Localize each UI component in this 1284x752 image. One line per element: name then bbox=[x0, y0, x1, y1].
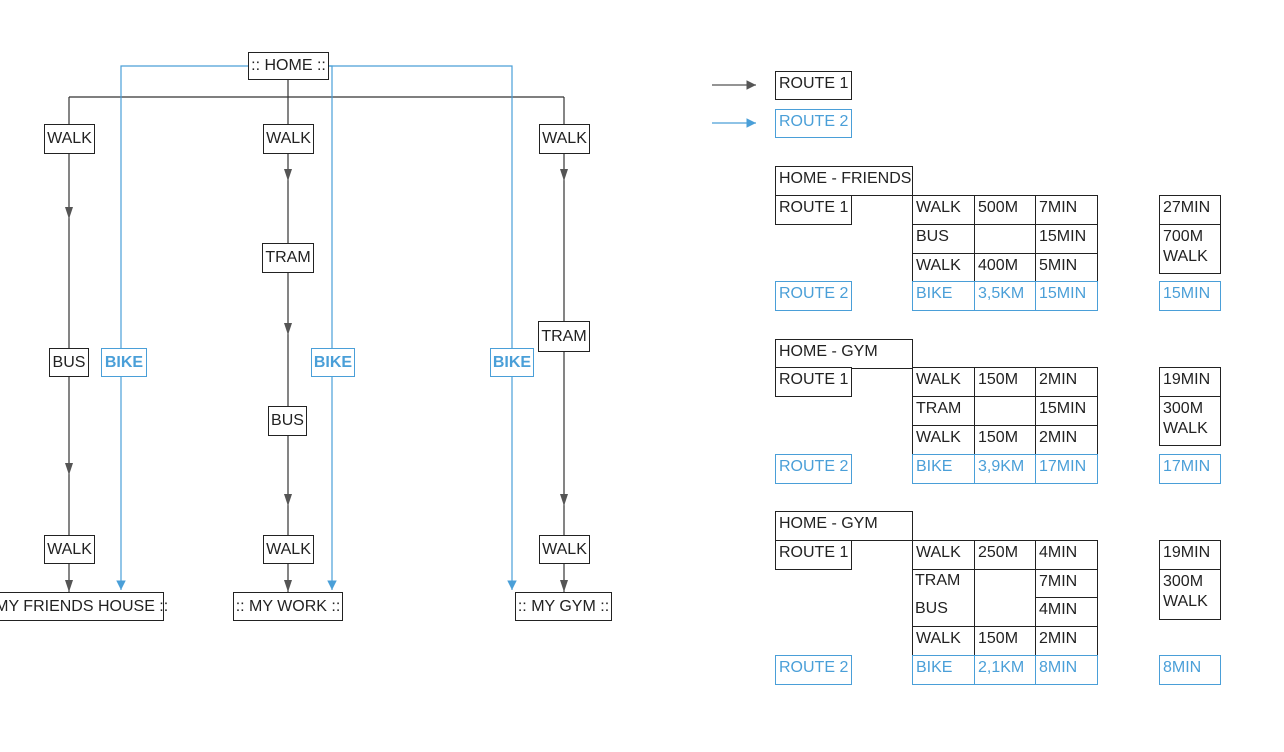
table-row-dist: 400M bbox=[974, 253, 1036, 283]
route2-time: 15MIN bbox=[1035, 281, 1098, 311]
right-walk-end: WALK bbox=[539, 535, 590, 564]
table-row-dist: 150M bbox=[974, 626, 1036, 656]
table-row-dist bbox=[974, 224, 1036, 254]
table-row-mode: TRAM bbox=[912, 396, 975, 426]
route2-dist: 2,1KM bbox=[974, 655, 1036, 685]
table-row-mode: WALK bbox=[912, 425, 975, 455]
center-walk-start: WALK bbox=[263, 124, 314, 154]
left-walk-end: WALK bbox=[44, 535, 95, 564]
route2-dist: 3,9KM bbox=[974, 454, 1036, 484]
table-row-mode: BUS bbox=[912, 224, 975, 254]
table-row-mode: WALK bbox=[912, 367, 975, 397]
table-row-dist: 250M bbox=[974, 540, 1036, 570]
table-row-mode: BUS bbox=[915, 600, 948, 617]
center-bike: BIKE bbox=[311, 348, 355, 377]
route2-total: 15MIN bbox=[1159, 281, 1221, 311]
legend-route2-label: ROUTE 2 bbox=[775, 109, 852, 138]
route2-mode: BIKE bbox=[912, 281, 975, 311]
route1-walk-total: 300M WALK bbox=[1159, 396, 1221, 446]
table-row-time: 7MIN bbox=[1035, 569, 1098, 599]
route1-label: ROUTE 1 bbox=[775, 195, 852, 225]
route2-time: 8MIN bbox=[1035, 655, 1098, 685]
table-row-time: 2MIN bbox=[1035, 425, 1098, 455]
left-walk-start: WALK bbox=[44, 124, 95, 154]
route1-label: ROUTE 1 bbox=[775, 540, 852, 570]
table-row-time: 2MIN bbox=[1035, 367, 1098, 397]
table-row-time: 15MIN bbox=[1035, 224, 1098, 254]
table-row-dist: 500M bbox=[974, 195, 1036, 225]
route1-walk-total: 300M WALK bbox=[1159, 569, 1221, 620]
legend-route1-label: ROUTE 1 bbox=[775, 71, 852, 100]
right-walk-start: WALK bbox=[539, 124, 590, 154]
table-row-mode: WALK bbox=[912, 626, 975, 656]
friends-house-node: :: MY FRIENDS HOUSE :: bbox=[0, 592, 168, 621]
route1-arrowheads bbox=[65, 169, 568, 592]
center-walk-end: WALK bbox=[263, 535, 314, 564]
table-row-dist: 150M bbox=[974, 425, 1036, 455]
table-row-mode: WALK bbox=[912, 195, 975, 225]
table-title: HOME - GYM bbox=[775, 339, 913, 369]
work-node: :: MY WORK :: bbox=[233, 592, 343, 621]
table-row-mode: TRAM bbox=[915, 572, 961, 589]
table-row-dist bbox=[974, 396, 1036, 426]
table-row-time: 15MIN bbox=[1035, 396, 1098, 426]
route2-total: 17MIN bbox=[1159, 454, 1221, 484]
route2-lines bbox=[116, 65, 517, 590]
table-row-time: 4MIN bbox=[1035, 597, 1098, 627]
table-row-time: 5MIN bbox=[1035, 253, 1098, 283]
home-node: :: HOME :: bbox=[248, 52, 329, 80]
table-row-dist: 150M bbox=[974, 367, 1036, 397]
route2-mode: BIKE bbox=[912, 655, 975, 685]
route2-time: 17MIN bbox=[1035, 454, 1098, 484]
table-row-time: 2MIN bbox=[1035, 626, 1098, 656]
table-row-mode: WALK bbox=[912, 540, 975, 570]
route1-lines bbox=[68, 80, 565, 592]
route2-total: 8MIN bbox=[1159, 655, 1221, 685]
route2-mode: BIKE bbox=[912, 454, 975, 484]
center-bus: BUS bbox=[268, 406, 307, 436]
route1-label: ROUTE 1 bbox=[775, 367, 852, 397]
table-title: HOME - GYM bbox=[775, 511, 913, 541]
right-bike: BIKE bbox=[490, 348, 534, 377]
table-title: HOME - FRIENDS bbox=[775, 166, 913, 196]
route1-walk-total: 700M WALK bbox=[1159, 224, 1221, 274]
table-row-mode: WALK bbox=[912, 253, 975, 283]
route2-dist: 3,5KM bbox=[974, 281, 1036, 311]
table-row-time: 4MIN bbox=[1035, 540, 1098, 570]
left-bus: BUS bbox=[49, 348, 89, 377]
route2-label: ROUTE 2 bbox=[775, 655, 852, 685]
mode-column-divider bbox=[974, 569, 975, 627]
route2-label: ROUTE 2 bbox=[775, 454, 852, 484]
route1-total: 19MIN bbox=[1159, 367, 1221, 397]
gym-node: :: MY GYM :: bbox=[515, 592, 612, 621]
left-bike: BIKE bbox=[101, 348, 147, 377]
route1-total: 19MIN bbox=[1159, 540, 1221, 570]
right-tram: TRAM bbox=[538, 321, 590, 352]
table-row-time: 7MIN bbox=[1035, 195, 1098, 225]
center-tram: TRAM bbox=[262, 243, 314, 273]
route1-total: 27MIN bbox=[1159, 195, 1221, 225]
route2-label: ROUTE 2 bbox=[775, 281, 852, 311]
